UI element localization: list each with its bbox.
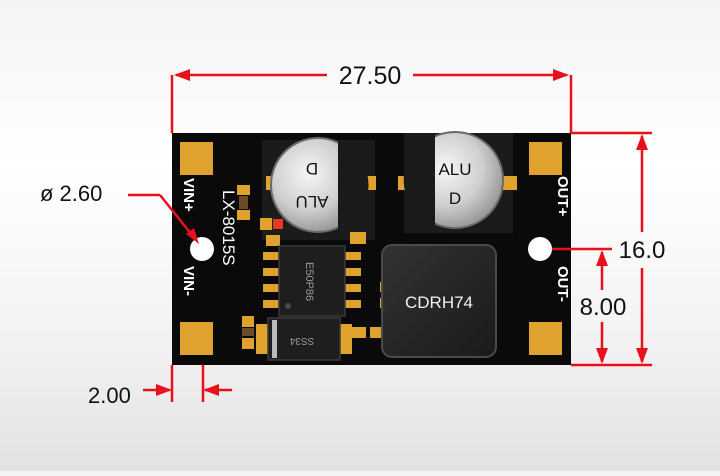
mounting-hole-right (528, 237, 552, 261)
ic-marking: E50P86 (303, 262, 315, 301)
dimension-edge-margin: 2.00 (88, 365, 232, 408)
cap-left-marking: ALU (295, 192, 328, 211)
cap-right-polarity: D (449, 189, 461, 208)
pin-label-out-minus: OUT- (554, 266, 571, 302)
cap-left-polarity: D (306, 159, 318, 178)
edge-margin-value: 2.00 (88, 383, 131, 408)
capacitor-right: ALU D (398, 131, 517, 233)
dimension-height: 16.0 (571, 131, 666, 367)
dimension-hole-diameter: ø 2.60 (40, 181, 199, 244)
pad-vin-minus (180, 322, 213, 355)
inductor-marking: CDRH74 (405, 293, 473, 312)
cap-right-marking: ALU (438, 160, 471, 179)
height-value: 16.0 (619, 237, 666, 264)
pin-label-vin-minus: VIN- (180, 266, 197, 296)
pad-out-minus (529, 322, 562, 355)
diode: SS34 (256, 317, 352, 361)
pin-label-out-plus: OUT+ (554, 176, 571, 217)
hole-offset-value: 8.00 (580, 294, 627, 321)
diode-marking: SS34 (289, 335, 314, 346)
width-value: 27.50 (339, 62, 402, 90)
pad-vin-plus (180, 142, 213, 175)
inductor: CDRH74 (381, 244, 497, 358)
dimension-hole-offset: 8.00 (552, 247, 627, 364)
mounting-hole-left (190, 237, 214, 261)
hole-diameter-value: ø 2.60 (40, 181, 102, 206)
dimension-width: 27.50 (170, 62, 573, 133)
model-label: LX-8015S (219, 190, 238, 266)
pad-out-plus (529, 142, 562, 175)
pin-label-vin-plus: VIN+ (180, 178, 197, 212)
smd-components (237, 185, 392, 349)
ic-chip: E50P86 (263, 245, 361, 317)
capacitor-left: D ALU (262, 137, 376, 240)
